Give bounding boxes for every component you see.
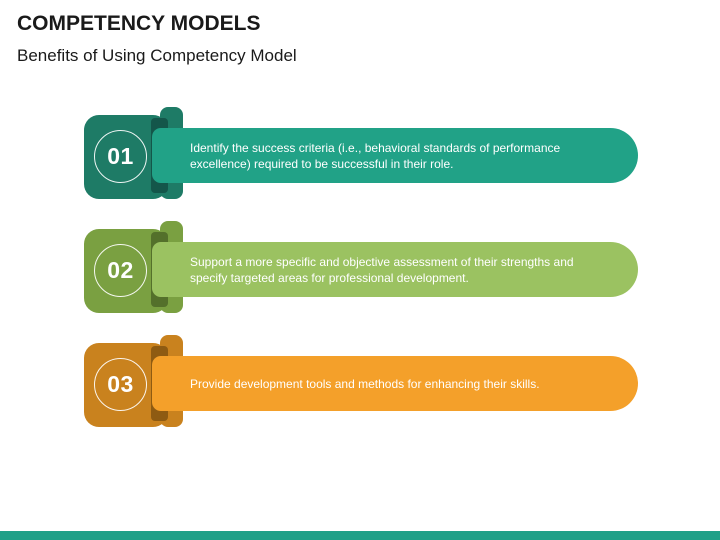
benefit-pill: Identify the success criteria (i.e., beh… bbox=[152, 128, 638, 183]
benefit-text: Support a more specific and objective as… bbox=[190, 254, 574, 285]
benefit-row-2: Support a more specific and objective as… bbox=[84, 221, 644, 313]
number-circle: 01 bbox=[94, 130, 147, 183]
benefit-text: Provide development tools and methods fo… bbox=[190, 376, 540, 391]
benefit-pill: Support a more specific and objective as… bbox=[152, 242, 638, 297]
number-label: 01 bbox=[107, 143, 134, 169]
benefit-text: Identify the success criteria (i.e., beh… bbox=[190, 140, 561, 171]
number-circle: 03 bbox=[94, 358, 147, 411]
number-circle: 02 bbox=[94, 244, 147, 297]
slide-subtitle: Benefits of Using Competency Model bbox=[17, 46, 297, 65]
number-label: 03 bbox=[107, 371, 134, 397]
footer-accent-bar bbox=[0, 531, 720, 540]
benefit-pill: Provide development tools and methods fo… bbox=[152, 356, 638, 411]
slide-title: COMPETENCY MODELS bbox=[17, 12, 261, 35]
benefit-row-1: Identify the success criteria (i.e., beh… bbox=[84, 107, 644, 199]
benefit-row-3: Provide development tools and methods fo… bbox=[84, 335, 644, 427]
number-label: 02 bbox=[107, 257, 134, 283]
